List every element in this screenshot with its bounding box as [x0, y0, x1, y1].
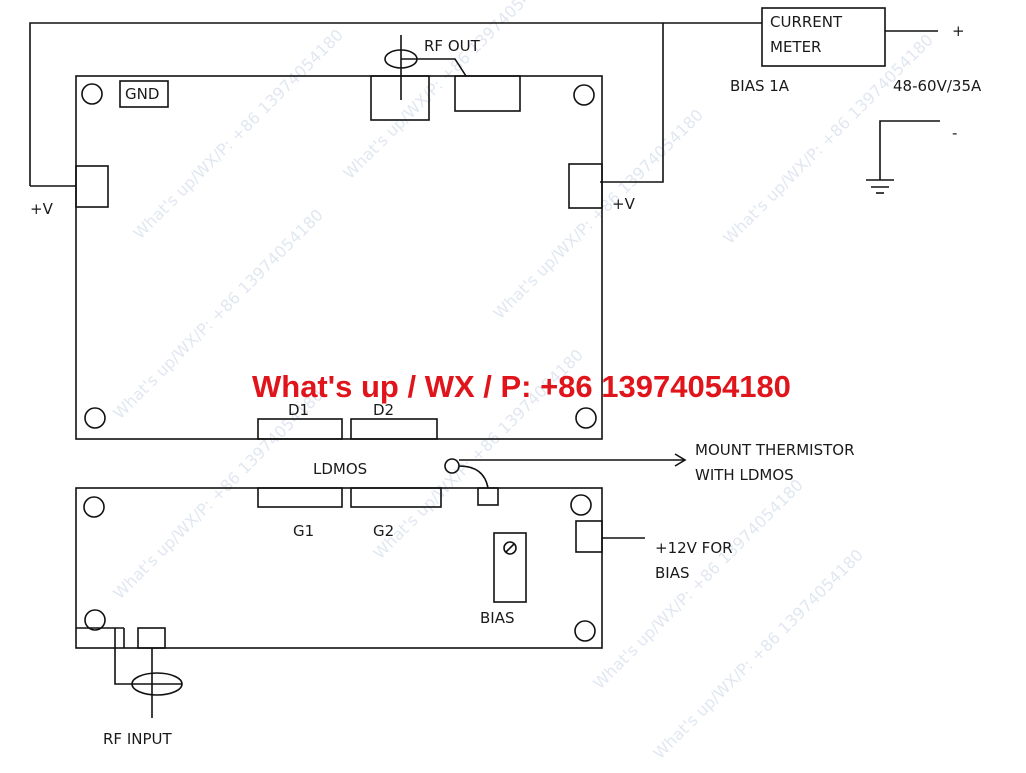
vplus-left-connector — [75, 165, 109, 208]
current-meter: CURRENT METER — [761, 7, 886, 67]
g2-pad — [350, 487, 442, 508]
d2-label: D2 — [373, 401, 394, 419]
bias12-label: +12V FOR — [655, 539, 733, 557]
d1-pad — [257, 418, 343, 440]
rf-input-label: RF INPUT — [103, 730, 172, 748]
positive-terminal-label: + — [952, 22, 965, 40]
vplus-left-label: +V — [30, 200, 54, 218]
bias-potentiometer — [493, 532, 527, 603]
supply-wiring — [29, 22, 938, 187]
upper-board: GND — [75, 75, 603, 440]
rf-input-connector — [137, 627, 166, 649]
rf-out-connector — [370, 75, 430, 121]
thermistor-pad — [477, 487, 499, 506]
watermark-text: What's up/WX/P: +86 13974054180 — [339, 0, 557, 183]
bias-pot-label: BIAS — [480, 609, 515, 627]
thermistor-arrow-icon — [444, 453, 687, 489]
bias12-connector — [575, 520, 603, 553]
g1-pad — [257, 487, 343, 508]
gnd-label: GND — [125, 85, 159, 103]
rf-out-label: RF OUT — [424, 37, 481, 55]
ldmos-label: LDMOS — [313, 460, 367, 478]
contact-banner: What's up / WX / P: +86 13974054180 — [252, 369, 791, 404]
current-meter-label: CURRENT — [770, 13, 843, 31]
lower-board — [75, 487, 603, 649]
g1-label: G1 — [293, 522, 314, 540]
rf-out-coax-icon — [384, 35, 467, 100]
thermistor-label: MOUNT THERMISTOR — [695, 441, 855, 459]
watermark-text: What's up/WX/P: +86 13974054180 — [719, 30, 937, 248]
d1-label: D1 — [288, 401, 309, 419]
watermark-text: What's up/WX/P: +86 13974054180 — [489, 105, 707, 323]
current-meter-label: METER — [770, 38, 821, 56]
vplus-right-label: +V — [612, 195, 636, 213]
rf-input-coax-icon — [114, 628, 183, 718]
negative-terminal-label: - — [952, 124, 957, 142]
bias12-label: BIAS — [655, 564, 690, 582]
bias-current-label: BIAS 1A — [730, 77, 790, 95]
ground-icon — [866, 120, 940, 194]
g2-label: G2 — [373, 522, 394, 540]
thermistor-label: WITH LDMOS — [695, 466, 794, 484]
supply-voltage-label: 48-60V/35A — [893, 77, 982, 95]
watermark-text: What's up/WX/P: +86 13974054180 — [589, 475, 807, 693]
d2-pad — [350, 418, 438, 440]
vplus-right-connector — [568, 163, 603, 209]
